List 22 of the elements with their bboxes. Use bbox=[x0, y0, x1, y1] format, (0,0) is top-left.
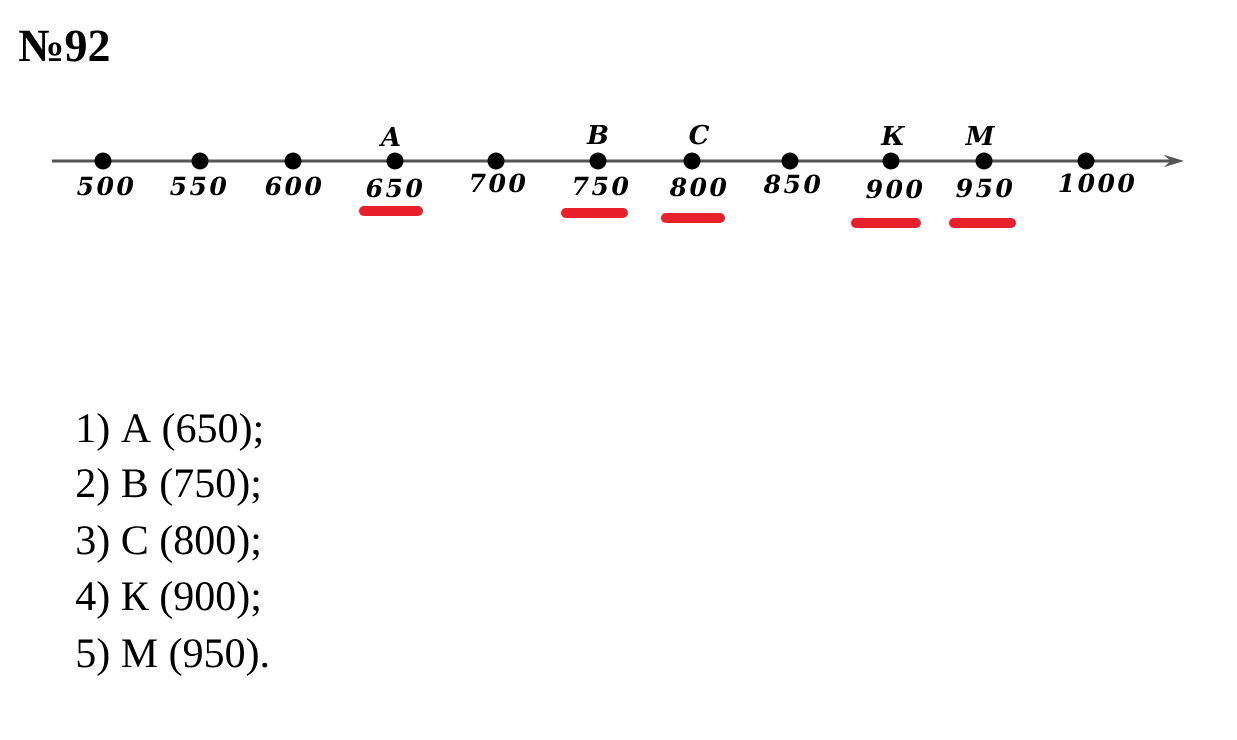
answer-text: 3) С (800); bbox=[77, 524, 259, 563]
point-letter: С bbox=[689, 124, 710, 145]
tick-number: 1000 bbox=[1059, 173, 1134, 193]
point-letter: В bbox=[586, 125, 608, 144]
exercise-number: №92 bbox=[19, 30, 109, 62]
answer-text: 2) В (750); bbox=[77, 467, 259, 506]
point-letter: К bbox=[880, 126, 906, 145]
tick-number: 900 bbox=[866, 179, 923, 199]
tick-number: 650 bbox=[366, 178, 423, 198]
point-letter: М bbox=[964, 126, 996, 145]
answer-text: 5) М (950). bbox=[77, 637, 268, 676]
tick-number: 850 bbox=[764, 174, 821, 194]
point-letter: А bbox=[378, 127, 400, 146]
tick-number: 550 bbox=[170, 176, 227, 196]
tick-number: 950 bbox=[956, 178, 1013, 198]
answer-text: 4) К (900); bbox=[76, 580, 259, 619]
tick-number: 500 bbox=[77, 176, 134, 196]
answer-text: 1) А (650); bbox=[78, 412, 261, 451]
tick-number: 800 bbox=[670, 177, 727, 197]
tick-number: 700 bbox=[471, 173, 526, 193]
tick-number: 750 bbox=[574, 176, 629, 196]
tick-number: 600 bbox=[265, 176, 322, 196]
